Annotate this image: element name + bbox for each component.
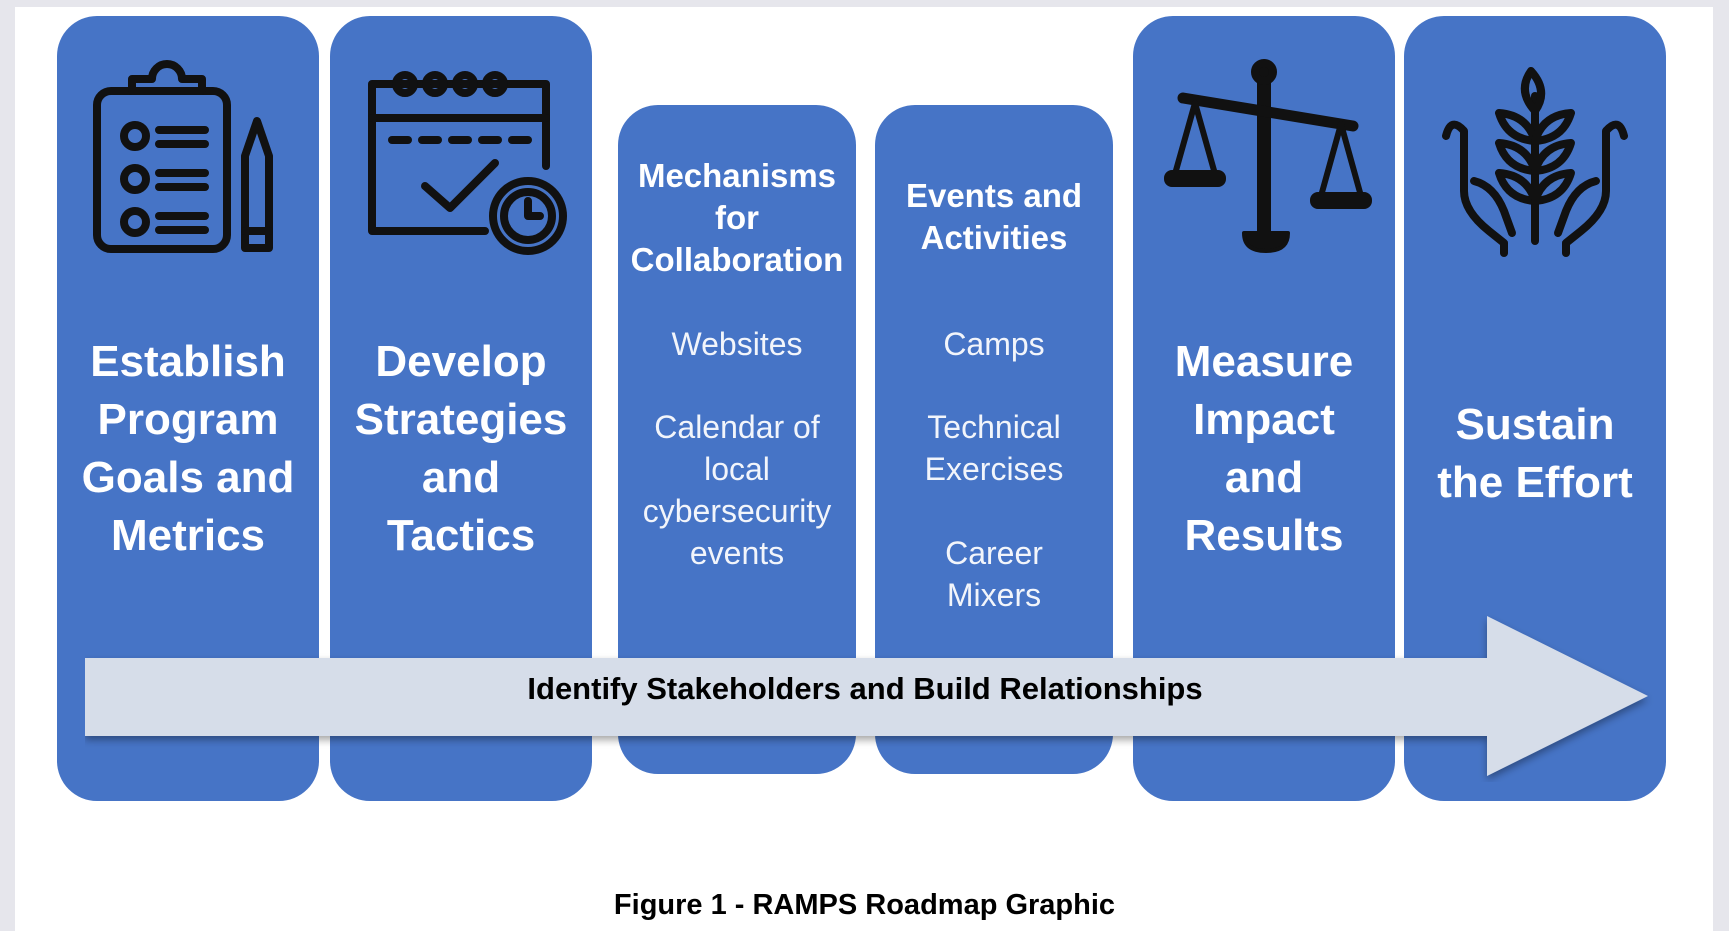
pillar-title: Measure Impact and Results — [1174, 337, 1354, 560]
pillar-title: Develop Strategies and Tactics — [354, 337, 568, 560]
figure-caption: Figure 1 - RAMPS Roadmap Graphic — [613, 889, 1116, 921]
list-item: Career Mixers — [945, 535, 1043, 613]
hands-plant-icon — [1404, 46, 1666, 266]
balance-scale-icon — [1133, 46, 1395, 266]
list-item: Camps — [943, 326, 1045, 362]
pillar-title: Sustain the Effort — [1437, 400, 1633, 507]
pillar-heading: Mechanisms for Collaboration — [630, 157, 844, 278]
list-item: Websites — [671, 326, 803, 362]
arrow-shape — [85, 616, 1648, 776]
pillar-title: Establish Program Goals and Metrics — [81, 337, 295, 560]
list-item: Technical Exercises — [924, 409, 1064, 487]
pillar-heading: Events and Activities — [905, 177, 1083, 256]
clipboard-checklist-icon — [57, 46, 319, 266]
list-item: Calendar of local cybersecurity events — [642, 409, 832, 571]
arrow-label: Identify Stakeholders and Build Relation… — [527, 671, 1203, 706]
calendar-check-clock-icon — [330, 46, 592, 266]
stakeholder-arrow: Identify Stakeholders and Build Relation… — [85, 612, 1655, 782]
